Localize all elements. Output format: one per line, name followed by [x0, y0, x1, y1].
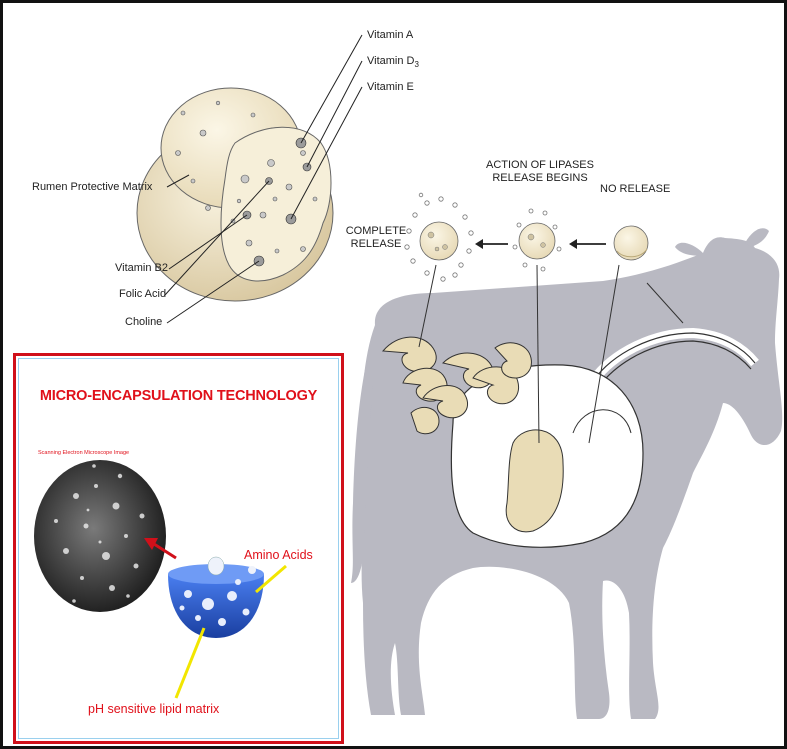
label-vitamin-d3-text: Vitamin D	[367, 55, 414, 67]
capsule-complete-release	[405, 193, 473, 281]
label-rumen-protective-matrix: Rumen Protective Matrix	[32, 181, 152, 194]
lipid-matrix-bowl	[168, 557, 264, 638]
ph-lipid-matrix-label: pH sensitive lipid matrix	[88, 702, 219, 716]
amino-acids-label: Amino Acids	[244, 548, 313, 562]
inset-title: MICRO-ENCAPSULATION TECHNOLOGY	[16, 388, 341, 404]
capsule-no-release	[614, 226, 648, 260]
label-lipase-action-line2: RELEASE BEGINS	[485, 172, 595, 185]
sem-image-sphere	[34, 460, 166, 612]
label-choline: Choline	[125, 316, 162, 329]
label-vitamin-d3-subscript: 3	[414, 60, 418, 69]
label-complete-release: COMPLETE RELEASE	[343, 225, 409, 251]
label-no-release: NO RELEASE	[600, 183, 670, 196]
label-vitamin-a: Vitamin A	[367, 29, 413, 42]
sem-image-label: Scanning Electron Microscope Image	[38, 450, 129, 456]
label-vitamin-b2: Vitamin B2	[115, 262, 168, 275]
micro-encapsulation-inset: MICRO-ENCAPSULATION TECHNOLOGY Scanning …	[13, 353, 344, 744]
capsule-lipase-action	[513, 209, 561, 271]
label-vitamin-e: Vitamin E	[367, 81, 414, 94]
label-folic-acid: Folic Acid	[119, 288, 166, 301]
label-vitamin-d3: Vitamin D3	[367, 55, 419, 71]
label-lipase-action: ACTION OF LIPASES RELEASE BEGINS	[485, 159, 595, 185]
label-lipase-action-line1: ACTION OF LIPASES	[485, 159, 595, 172]
label-complete-release-line1: COMPLETE	[343, 225, 409, 238]
label-complete-release-line2: RELEASE	[343, 238, 409, 251]
